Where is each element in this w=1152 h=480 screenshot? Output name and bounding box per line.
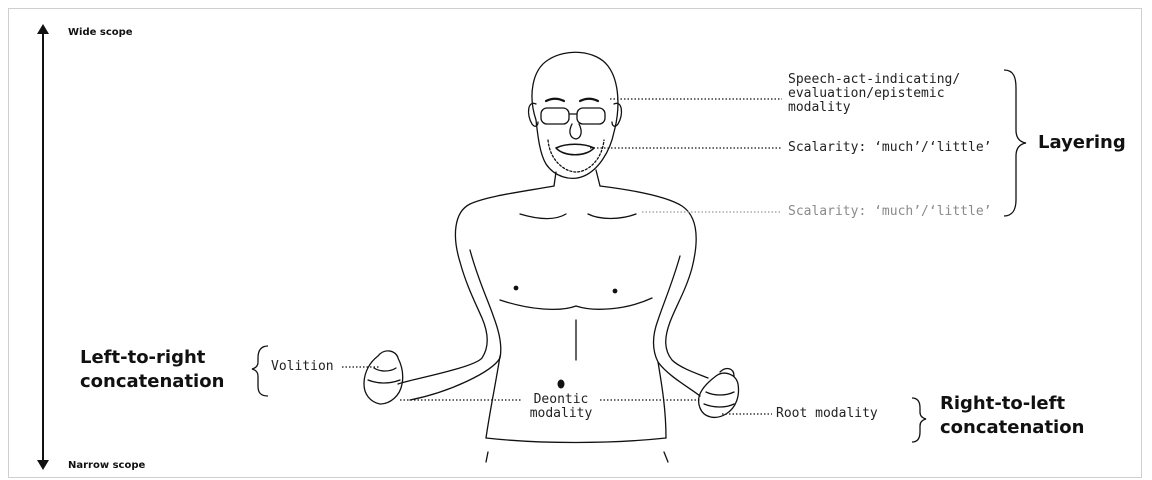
scalarity-label-face: Scalarity: ‘much’/‘little’ [788, 141, 992, 155]
deontic-line-2: modality [522, 407, 600, 421]
deontic-modality-label: Deontic modality [522, 393, 600, 421]
eyebrow-left [546, 99, 564, 101]
navel [558, 380, 565, 389]
eyebrow-right [580, 99, 598, 101]
arrow-up-icon [37, 24, 49, 34]
waist [486, 438, 666, 443]
nipple-left [514, 286, 519, 291]
nipple-right [613, 289, 618, 294]
volition-label: Volition [271, 360, 334, 374]
left-to-right-line-2: concatenation [80, 370, 224, 394]
layering-label: Layering [1038, 131, 1126, 155]
mouth [556, 144, 594, 155]
glasses-left-lens [541, 108, 569, 124]
speech-act-line-1: Speech-act-indicating/ [788, 73, 960, 87]
layering-brace [1004, 70, 1026, 216]
torso-right [658, 362, 666, 438]
glasses-right-lens [577, 108, 605, 124]
speech-act-line-2: evaluation/epistemic [788, 87, 960, 101]
root-modality-label: Root modality [776, 407, 878, 421]
torso-left [486, 356, 500, 438]
speech-act-label: Speech-act-indicating/ evaluation/episte… [788, 73, 960, 115]
wide-scope-label: Wide scope [68, 27, 133, 38]
left-to-right-label: Left-to-right concatenation [80, 346, 224, 394]
right-to-left-label: Right-to-left concatenation [940, 392, 1084, 440]
pec-line [500, 298, 652, 309]
root-modality-brace [912, 398, 926, 442]
collarbone-right [588, 214, 636, 219]
volition-brace [252, 346, 268, 396]
deontic-line-1: Deontic [522, 393, 600, 407]
left-fist [364, 351, 403, 404]
left-shoulder-arm [398, 186, 554, 384]
narrow-scope-label: Narrow scope [68, 460, 145, 471]
nose [570, 124, 581, 139]
arrow-down-icon [37, 460, 49, 470]
collarbone-left [520, 214, 566, 219]
scope-axis [37, 24, 49, 470]
speech-act-line-3: modality [788, 101, 960, 115]
left-to-right-line-1: Left-to-right [80, 346, 224, 370]
scalarity-label-body: Scalarity: ‘much’/‘little’ [788, 205, 992, 219]
right-to-left-line-2: concatenation [940, 416, 1084, 440]
right-to-left-line-1: Right-to-left [940, 392, 1084, 416]
